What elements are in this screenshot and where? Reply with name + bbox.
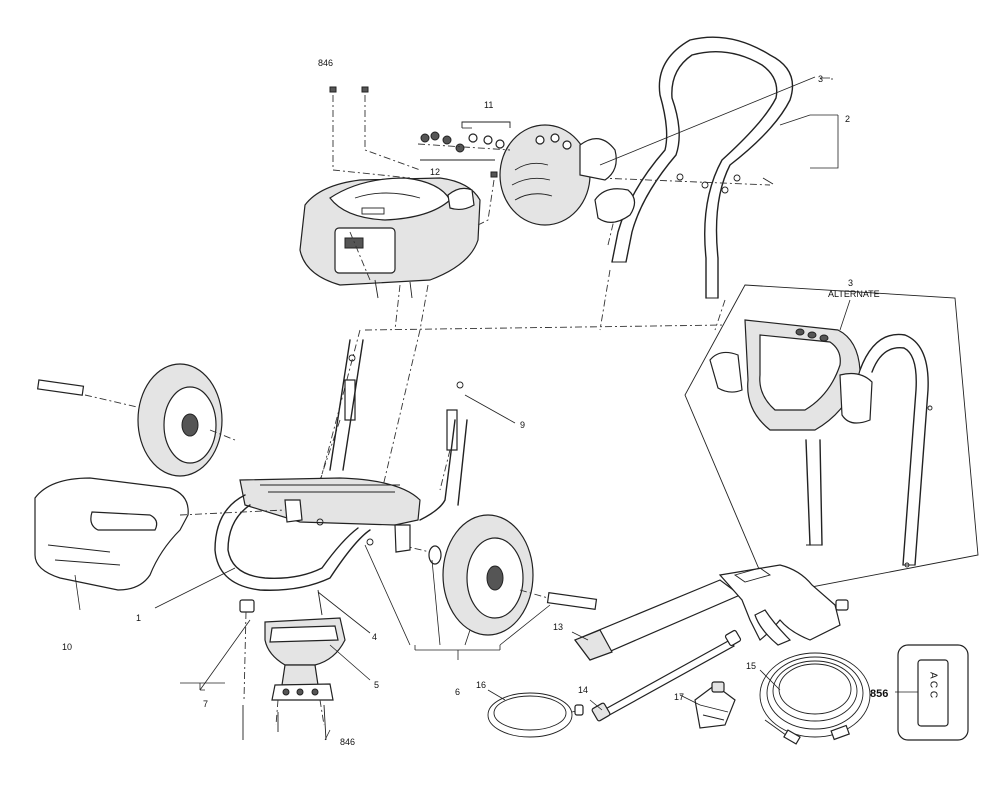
label-3-alt-num: 3 <box>848 278 853 288</box>
label-15: 15 <box>746 661 756 671</box>
small-hose-icon <box>487 692 584 738</box>
label-11: 11 <box>484 100 493 110</box>
label-2: 2 <box>845 114 850 124</box>
label-6: 6 <box>455 687 460 697</box>
label-4: 4 <box>372 632 377 642</box>
fastener-kit-icon <box>417 121 511 161</box>
alternate-handle-inset <box>684 284 979 596</box>
label-10: 10 <box>62 642 72 652</box>
label-846-top: 846 <box>318 58 333 68</box>
frame-tube-icon <box>309 269 726 521</box>
decal-letters: A C C <box>928 672 939 698</box>
label-7: 7 <box>203 699 208 709</box>
label-846-bottom: 846 <box>340 737 355 747</box>
wheel-left-icon <box>36 363 236 477</box>
wand-icon <box>591 629 742 722</box>
hose-icon <box>759 652 871 745</box>
tray-icon <box>34 477 286 591</box>
label-alternate: ALTERNATE <box>828 289 880 299</box>
decal-icon <box>895 644 969 741</box>
label-5: 5 <box>374 680 379 690</box>
handle-icon <box>611 36 794 299</box>
muffler-icon <box>499 124 636 226</box>
label-856: 856 <box>870 688 888 700</box>
leader-lines <box>74 76 851 741</box>
label-14: 14 <box>578 685 588 695</box>
label-9: 9 <box>520 420 525 430</box>
quick-connect-icon <box>694 681 736 729</box>
spray-gun-icon <box>574 564 849 661</box>
label-3: 3 <box>818 74 823 84</box>
engine-hardware-icon <box>329 86 498 331</box>
label-13: 13 <box>553 622 563 632</box>
label-17: 17 <box>674 692 684 702</box>
label-16: 16 <box>476 680 486 690</box>
part-labels: 846 11 12 3 2 3 ALTERNATE 9 1 10 4 5 6 7… <box>62 58 939 747</box>
pump-icon <box>239 589 346 741</box>
wheel-right-icon <box>399 514 598 636</box>
label-1: 1 <box>136 613 141 623</box>
frame-icon <box>214 339 468 591</box>
engine-icon <box>299 177 481 299</box>
label-12: 12 <box>430 167 440 177</box>
